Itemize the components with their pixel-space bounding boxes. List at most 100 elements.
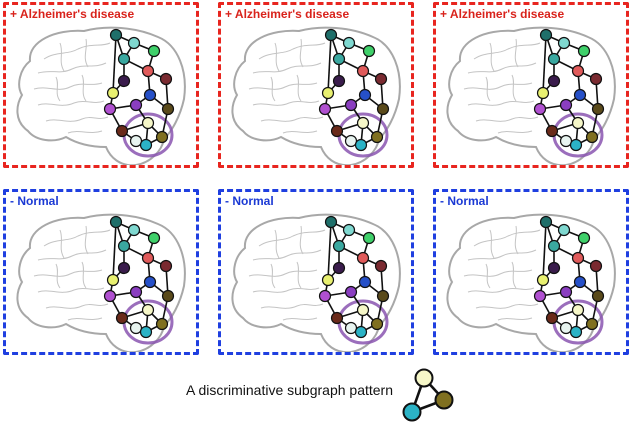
panel-normal-3: - Normal — [433, 189, 629, 355]
network-node — [547, 239, 561, 253]
network-node — [557, 36, 571, 50]
network-node — [569, 138, 583, 152]
brain-gyrus — [258, 229, 326, 247]
network-node — [141, 303, 155, 317]
brain-network-diagram — [16, 26, 186, 165]
network-node — [577, 44, 591, 58]
network-node — [141, 116, 155, 130]
brain-gyrus — [55, 76, 61, 102]
pattern-node-teal — [402, 402, 422, 422]
brain-gyrus — [45, 303, 109, 309]
network-node — [117, 239, 131, 253]
brain-gyrus — [252, 100, 320, 106]
panel-ad-3: + Alzheimer's disease — [433, 2, 629, 168]
brain-gyrus — [84, 225, 89, 255]
brain-gyrus — [274, 42, 280, 72]
network-node — [143, 275, 157, 289]
brain-gyrus — [463, 82, 533, 90]
network-node — [115, 311, 129, 325]
network-node — [117, 261, 131, 275]
network-node — [557, 223, 571, 237]
network-edge — [112, 34, 117, 94]
network-node — [344, 134, 358, 148]
brain-outline — [16, 213, 186, 352]
brain-gyrus — [299, 225, 304, 255]
network-node — [141, 251, 155, 265]
network-node — [362, 44, 376, 58]
pattern-node-olive — [434, 390, 454, 410]
network-node — [141, 64, 155, 78]
network-node — [589, 72, 603, 86]
network-node — [342, 223, 356, 237]
network-node — [571, 251, 585, 265]
network-node — [318, 102, 332, 116]
network-node — [559, 285, 573, 299]
network-node — [374, 259, 388, 273]
network-node — [536, 86, 550, 100]
network-node — [117, 74, 131, 88]
network-node — [577, 231, 591, 245]
network-node — [147, 231, 161, 245]
panel-normal-1: - Normal — [3, 189, 199, 355]
network-node — [143, 88, 157, 102]
network-node — [370, 317, 384, 331]
brain-gyrus — [81, 74, 87, 102]
network-node — [573, 275, 587, 289]
network-node — [127, 223, 141, 237]
brain-gyrus — [475, 116, 539, 122]
brain-gyrus — [59, 42, 65, 72]
panel-normal-2: - Normal — [218, 189, 414, 355]
network-node — [115, 124, 129, 138]
brain-gyrus — [467, 62, 537, 74]
network-node — [354, 325, 368, 339]
network-node — [344, 285, 358, 299]
network-node — [332, 261, 346, 275]
network-node — [354, 138, 368, 152]
brain-gyrus — [514, 225, 519, 255]
pattern-node-light — [414, 368, 434, 388]
brain-gyrus — [33, 269, 103, 277]
network-node — [344, 321, 358, 335]
network-node — [358, 88, 372, 102]
brain-gyrus — [67, 130, 103, 134]
brain-gyrus — [37, 100, 105, 106]
network-edge — [327, 221, 332, 281]
panel-label: + Alzheimer's disease — [10, 7, 135, 21]
brain-gyrus — [467, 249, 537, 261]
brain-gyrus — [260, 116, 324, 122]
network-node — [589, 259, 603, 273]
brain-gyrus — [37, 62, 107, 74]
legend-caption: A discriminative subgraph pattern — [186, 382, 393, 398]
brain-gyrus — [497, 130, 533, 134]
network-node — [374, 72, 388, 86]
brain-gyrus — [258, 42, 326, 60]
network-node — [127, 36, 141, 50]
brain-gyrus — [485, 263, 491, 289]
network-node — [370, 130, 384, 144]
network-node — [109, 215, 123, 229]
brain-gyrus — [274, 229, 280, 259]
network-node — [330, 311, 344, 325]
network-edge — [542, 221, 547, 281]
network-node — [332, 52, 346, 66]
panel-label: + Alzheimer's disease — [440, 7, 565, 21]
network-edge — [112, 221, 117, 281]
brain-gyrus — [282, 317, 318, 321]
network-node — [591, 102, 605, 116]
panel-ad-2: + Alzheimer's disease — [218, 2, 414, 168]
network-node — [129, 285, 143, 299]
brain-network-diagram — [16, 213, 186, 352]
panel-label: + Alzheimer's disease — [225, 7, 350, 21]
network-node — [571, 303, 585, 317]
brain-network-diagram — [446, 26, 616, 165]
brain-gyrus — [252, 287, 320, 293]
brain-gyrus — [81, 261, 87, 289]
network-node — [330, 124, 344, 138]
network-node — [356, 303, 370, 317]
network-node — [155, 130, 169, 144]
brain-outline — [446, 26, 616, 165]
brain-gyrus — [467, 100, 535, 106]
network-node — [547, 74, 561, 88]
network-node — [318, 289, 332, 303]
panel-label: - Normal — [440, 194, 489, 208]
